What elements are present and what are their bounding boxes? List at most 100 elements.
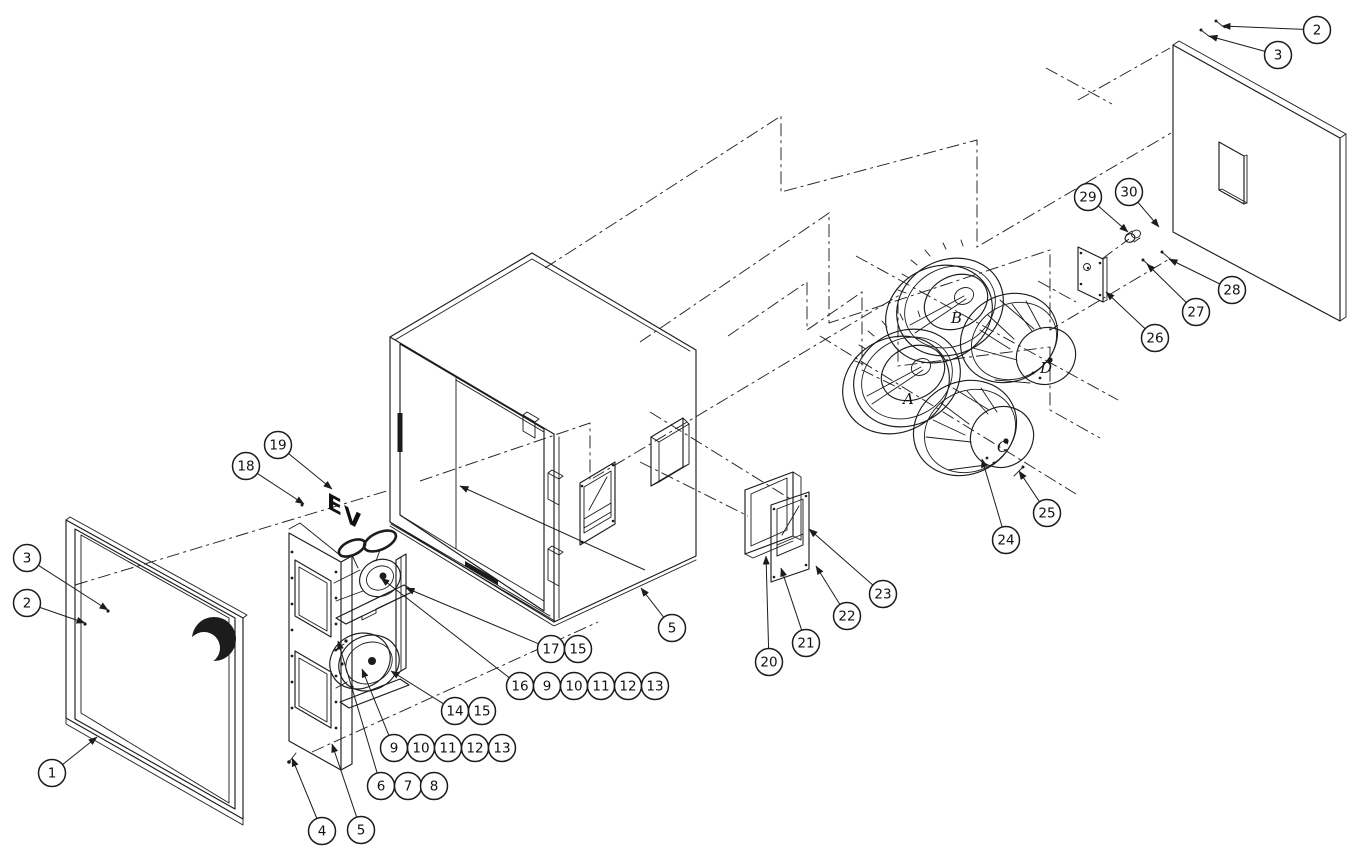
cabinet-box — [389, 252, 697, 627]
speaker-b-flange — [896, 257, 1004, 357]
handle-plate-recess — [776, 498, 804, 557]
callout-5-23: 5 — [640, 587, 687, 643]
callout-29-35: 29 — [1073, 182, 1129, 233]
frame-dark-strip — [397, 413, 403, 452]
callout-2-37: 2 — [1221, 15, 1332, 45]
speaker-d-flange-inner — [970, 301, 1058, 381]
leader-line-5 — [331, 743, 358, 818]
callout-number-29: 29 — [1079, 190, 1096, 206]
callout-circle-3 — [12, 543, 42, 573]
callout-15-22: 15 — [563, 634, 593, 664]
driver-throat-lines — [333, 569, 364, 602]
callout-11-10: 11 — [433, 733, 463, 763]
callout-5-4: 5 — [331, 743, 376, 845]
callout-circle-8 — [419, 771, 449, 801]
callout-number-16: 16 — [511, 679, 528, 695]
leader-line-14 — [390, 670, 444, 705]
callout-circle-2 — [1302, 15, 1332, 45]
centerline-bracket-base — [311, 621, 599, 753]
input-connector — [1083, 263, 1091, 271]
handle-cup-inner — [750, 477, 788, 547]
compression-driver-body — [359, 558, 401, 598]
callout-15-14: 15 — [467, 696, 497, 726]
leader-line-30 — [1137, 201, 1160, 228]
callout-circle-22 — [832, 601, 862, 631]
grille-inner-edge — [74, 528, 236, 810]
callout-4-3: 4 — [291, 757, 337, 846]
callout-circle-20 — [754, 647, 784, 677]
lower-driver-hub — [368, 657, 376, 665]
speaker-c-flange-inner — [924, 388, 1016, 474]
front-sill-band — [390, 523, 556, 622]
callout-24-30: 24 — [981, 458, 1021, 555]
callout-number-13: 13 — [646, 679, 663, 695]
leader-line-29 — [1097, 205, 1129, 233]
cabinet-silhouette — [389, 252, 697, 623]
callout-12-19: 12 — [613, 671, 643, 701]
lower-driver-back-rim — [329, 632, 391, 690]
speaker-d-ribs — [979, 300, 1042, 350]
callout-number-24: 24 — [997, 533, 1014, 549]
handle-plate — [770, 491, 810, 583]
callout-number-25: 25 — [1038, 506, 1055, 522]
speaker-d-frustum — [972, 299, 1035, 384]
horn-tweeter-assembly — [333, 529, 401, 602]
front-frame-cleats — [522, 411, 564, 587]
centerline-sawtooth-low — [727, 281, 906, 392]
callout-number-20: 20 — [760, 655, 777, 671]
handle-grip-bar — [776, 533, 804, 557]
cabinet-top-inner-edge — [394, 258, 691, 352]
callout-number-12: 12 — [619, 679, 636, 695]
leader-line-16 — [380, 577, 510, 679]
callout-number-23: 23 — [874, 587, 891, 603]
callout-1-0: 1 — [37, 736, 98, 788]
cabinet-front-top-edge — [389, 336, 555, 435]
cabinet-bottom-thickness — [389, 525, 697, 627]
bracket-side-return — [340, 555, 353, 771]
callout-circle-2 — [12, 588, 42, 618]
grille-inner-lip — [80, 534, 230, 804]
leader-line-22 — [815, 565, 841, 605]
handle-cup-depth — [744, 471, 802, 559]
centerline-speaker-axis-ac — [819, 335, 1077, 495]
callout-circle-30 — [1114, 177, 1144, 207]
interior-direction-arrow — [459, 485, 646, 571]
callout-number-1: 1 — [48, 766, 57, 782]
handle-plate-shine — [781, 505, 800, 536]
callout-circle-1 — [37, 758, 67, 788]
callout-3-2: 3 — [12, 543, 109, 611]
callout-number-30: 30 — [1120, 185, 1137, 201]
callout-number-9: 9 — [543, 679, 552, 695]
callout-circle-25 — [1032, 498, 1062, 528]
rear-panel-right-thickness — [1339, 133, 1347, 322]
bottom-mounting-plate — [339, 678, 410, 709]
side-handle-recess — [579, 461, 616, 546]
callout-number-8: 8 — [430, 779, 439, 795]
callout-10-17: 10 — [559, 671, 589, 701]
callout-number-9: 9 — [390, 741, 399, 757]
lower-driver-cap — [338, 634, 400, 692]
assembly-centerlines — [74, 47, 1172, 753]
interior-floor-lines — [399, 514, 545, 602]
callout-circle-13 — [640, 671, 670, 701]
input-plate-assembly — [1077, 229, 1141, 303]
speaker-b-cone-lines — [909, 295, 967, 334]
callout-14-13: 14 — [390, 670, 470, 726]
leader-line-27 — [1146, 263, 1187, 303]
callout-circle-26 — [1140, 323, 1170, 353]
bracket-rear-post — [395, 553, 407, 675]
fastener-screws — [1013, 19, 1226, 477]
leader-line-28 — [1168, 258, 1221, 285]
centerline-knob-link — [1101, 238, 1130, 260]
callout-number-4: 4 — [318, 824, 327, 840]
speaker-d-flange — [959, 292, 1059, 384]
interior-ceiling-line — [455, 379, 545, 433]
callout-6-5: 6 — [337, 640, 396, 801]
callout-8-7: 8 — [419, 771, 449, 801]
leader-line-24 — [981, 458, 1003, 528]
leader-line-20 — [762, 555, 770, 649]
speaker-label-b: B — [950, 309, 962, 327]
speaker-c-vent — [1003, 438, 1009, 444]
